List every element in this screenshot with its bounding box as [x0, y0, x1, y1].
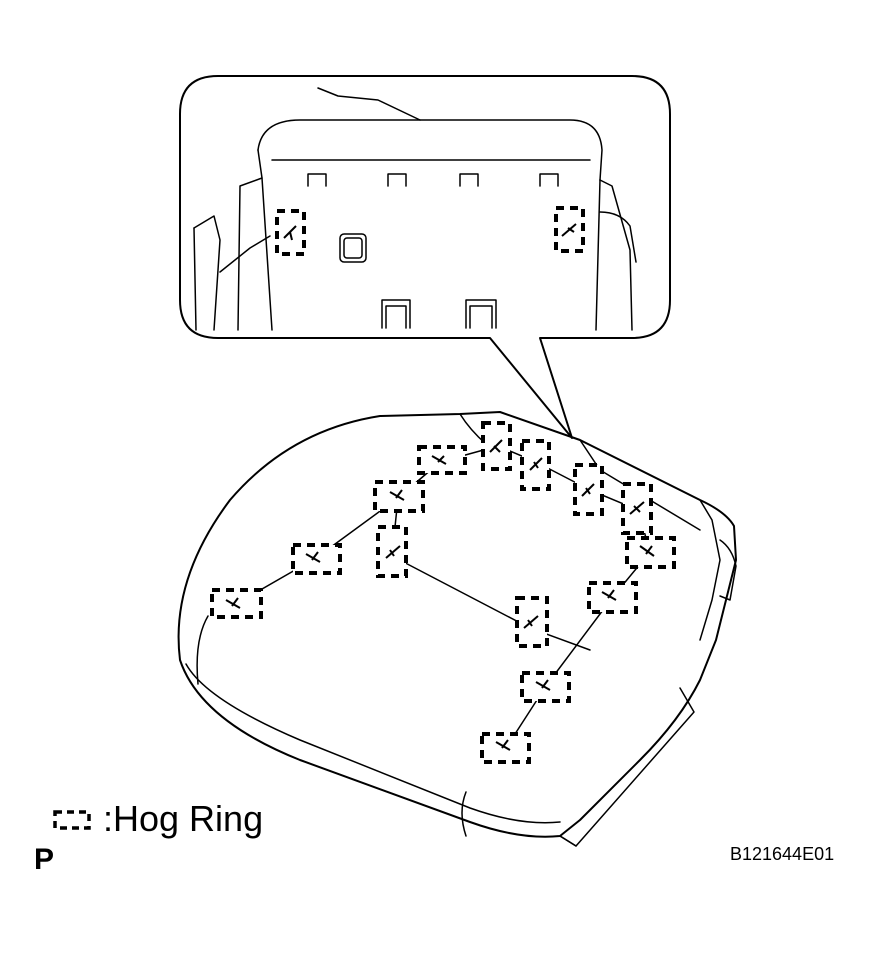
dashed-box-icon [53, 810, 91, 830]
seat-cushion [177, 411, 737, 847]
legend-label: :Hog Ring [103, 798, 264, 839]
hog-ring-marker [554, 206, 585, 253]
view-letter: P [34, 843, 55, 876]
hog-ring-marker [417, 445, 467, 475]
hog-ring-marker [481, 421, 512, 471]
figure-code: B121644E01 [730, 844, 835, 864]
hog-ring-marker [376, 525, 408, 578]
hog-ring-marker [210, 588, 263, 619]
detail-callout [179, 75, 671, 439]
